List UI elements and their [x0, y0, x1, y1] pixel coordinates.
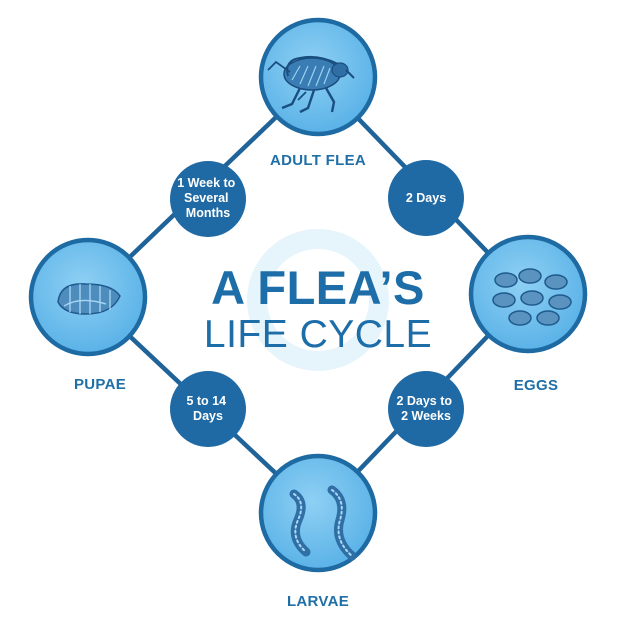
pupa-icon — [57, 283, 121, 315]
duration-text: 1 Week to Several Months — [177, 176, 239, 220]
duration-text: 5 to 14 Days — [186, 394, 229, 423]
diagram-title-line1: A FLEA’S — [211, 261, 425, 314]
stage-pupae — [28, 237, 148, 357]
duration-larvae-to-pupae: 5 to 14 Days — [170, 371, 246, 447]
stage-label-pupae: PUPAE — [74, 376, 126, 393]
larvae-icon — [289, 485, 357, 561]
diagram-title-line2: LIFE CYCLE — [204, 313, 432, 356]
eggs-icon — [492, 268, 572, 326]
stage-label-larvae: LARVAE — [287, 593, 349, 610]
stage-eggs — [468, 234, 588, 354]
stage-label-adult-flea: ADULT FLEA — [270, 152, 366, 169]
stage-label-eggs: EGGS — [514, 377, 559, 394]
stage-larvae — [258, 453, 378, 573]
flea-icon — [267, 55, 355, 114]
duration-pupae-to-adult: 1 Week to Several Months — [170, 161, 246, 237]
center-ring — [247, 229, 389, 371]
duration-text: 2 Days — [406, 191, 446, 205]
duration-text: 2 Days to 2 Weeks — [396, 394, 455, 423]
duration-eggs-to-larvae: 2 Days to 2 Weeks — [388, 371, 464, 447]
duration-adult-to-eggs: 2 Days — [388, 160, 464, 236]
stage-adult-flea — [258, 17, 378, 137]
